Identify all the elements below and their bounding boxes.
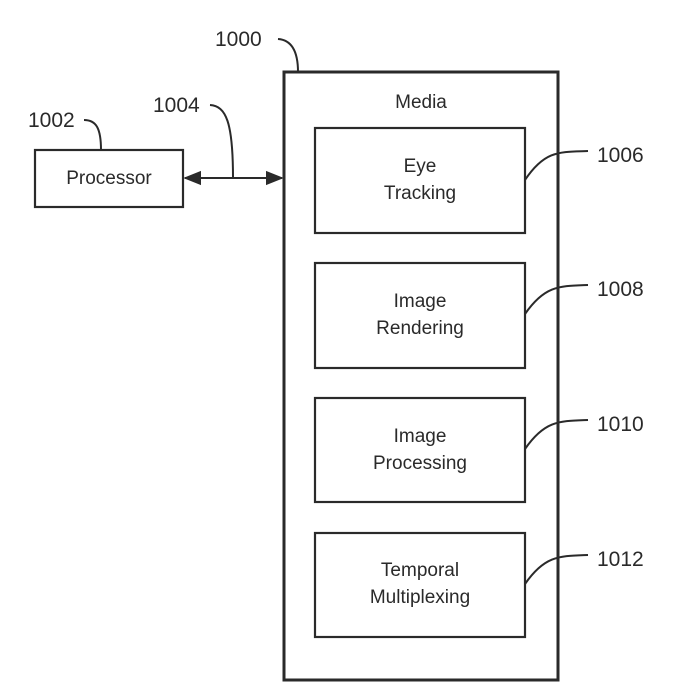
module-label-line2: Processing — [373, 453, 467, 474]
module-label-line1: Eye — [404, 156, 437, 177]
leader-1000 — [277, 38, 299, 73]
ref-1006: 1006 — [597, 144, 644, 167]
module-image-rendering: Image Rendering 1008 — [313, 261, 644, 370]
leader-1012 — [524, 554, 589, 585]
ref-1012: 1012 — [597, 548, 644, 571]
leader-1002 — [83, 119, 102, 151]
module-label-line1: Temporal — [381, 560, 459, 581]
ref-1008: 1008 — [597, 278, 644, 301]
ref-1000: 1000 — [215, 28, 262, 51]
module-label-line2: Multiplexing — [370, 587, 470, 608]
ref-1002: 1002 — [28, 109, 75, 132]
leader-1008 — [524, 284, 589, 315]
module-eye-tracking: Eye Tracking 1006 — [313, 126, 644, 235]
module-image-processing: Image Processing 1010 — [313, 396, 644, 504]
leader-1004 — [209, 104, 234, 179]
module-temporal-multiplexing: Temporal Multiplexing 1012 — [313, 531, 644, 639]
leader-1010 — [524, 419, 589, 450]
module-label-line1: Image — [394, 426, 447, 447]
module-label-line2: Tracking — [384, 183, 456, 204]
ref-1010: 1010 — [597, 413, 644, 436]
media-title: Media — [395, 92, 447, 113]
leader-1006 — [524, 150, 589, 181]
ref-1004: 1004 — [153, 94, 200, 117]
processor-box — [33, 148, 185, 209]
module-label-line2: Rendering — [376, 318, 464, 339]
processor-label: Processor — [66, 168, 152, 189]
module-label-line1: Image — [394, 291, 447, 312]
